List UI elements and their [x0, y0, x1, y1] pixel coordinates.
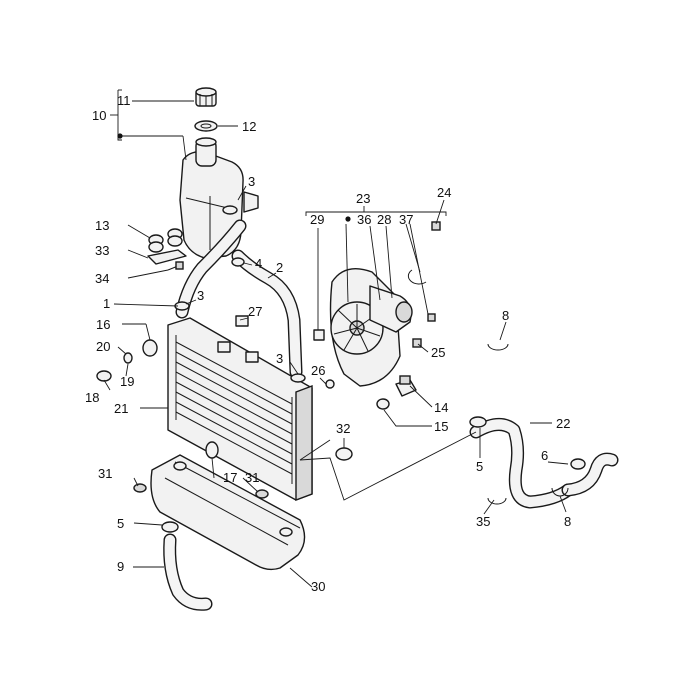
callout-5b: 5: [476, 459, 483, 474]
callout-labels: 10 11 12 3 13 33 34 4 2 1 3 16 20 19 18 …: [85, 93, 571, 594]
fan-parts-small: [313, 221, 441, 348]
bracket-screw: [167, 261, 184, 271]
callout-11: 11: [117, 93, 131, 108]
leader-lines: [103, 89, 569, 588]
hose-clamp-6: [570, 458, 586, 470]
callout-5a: 5: [117, 516, 124, 531]
callout-29: 29: [310, 212, 324, 227]
filler-cap: [195, 87, 217, 107]
hose-clamp-8b: [551, 487, 569, 497]
callout-17: 17: [223, 470, 237, 485]
callout-15: 15: [434, 419, 448, 434]
callout-20: 20: [96, 339, 110, 354]
callout-3a: 3: [248, 174, 255, 189]
hose-6: [561, 452, 619, 497]
callout-36: 36: [357, 212, 371, 227]
tank-bracket: [147, 249, 187, 265]
callout-31b: 31: [245, 470, 259, 485]
callout-8a: 8: [502, 308, 509, 323]
callout-1: 1: [103, 296, 110, 311]
radiator: [167, 317, 313, 502]
callout-21: 21: [114, 401, 128, 416]
callout-8b: 8: [564, 514, 571, 529]
lower-shroud: [150, 454, 306, 571]
fan-assembly: [329, 268, 413, 387]
hose-22: [469, 418, 575, 509]
callout-28: 28: [377, 212, 391, 227]
group-marker-dots: [117, 133, 351, 222]
callout-33: 33: [95, 243, 109, 258]
callout-25: 25: [431, 345, 445, 360]
callout-12: 12: [242, 119, 256, 134]
hose-clamp-3a: [222, 205, 238, 215]
callout-27: 27: [248, 304, 262, 319]
callout-30: 30: [311, 579, 325, 594]
callout-4: 4: [255, 256, 262, 271]
callout-2: 2: [276, 260, 283, 275]
callout-37: 37: [399, 212, 413, 227]
callout-3b: 3: [197, 288, 204, 303]
callout-31a: 31: [98, 466, 112, 481]
callout-19: 19: [120, 374, 134, 389]
callout-9: 9: [117, 559, 124, 574]
rubber-mounts: [148, 228, 183, 253]
callout-32: 32: [336, 421, 350, 436]
callout-34: 34: [95, 271, 109, 286]
callout-10: 10: [92, 108, 106, 123]
hose-clamp-8a: [487, 343, 509, 351]
callout-23: 23: [356, 191, 370, 206]
thermoswitch: [395, 375, 417, 397]
callout-18: 18: [85, 390, 99, 405]
callout-22: 22: [556, 416, 570, 431]
hose-9: [163, 533, 213, 611]
hose-clamp-4: [231, 257, 245, 267]
hose-clamp-35: [487, 497, 507, 505]
callout-13: 13: [95, 218, 109, 233]
callout-6: 6: [541, 448, 548, 463]
hose-clamp-5b: [469, 416, 487, 428]
hose-clamp-3c: [290, 373, 306, 383]
radiator-hardware: [96, 315, 353, 499]
callout-14: 14: [434, 400, 448, 415]
expansion-tank: [179, 137, 259, 259]
callout-24: 24: [437, 185, 451, 200]
cap-gasket: [194, 120, 218, 132]
hose-clamp-5a: [161, 521, 179, 533]
callout-16: 16: [96, 317, 110, 332]
callout-26: 26: [311, 363, 325, 378]
thermoswitch-seal: [376, 398, 390, 410]
hose-1: [175, 219, 247, 319]
callout-35: 35: [476, 514, 490, 529]
callout-3c: 3: [276, 351, 283, 366]
